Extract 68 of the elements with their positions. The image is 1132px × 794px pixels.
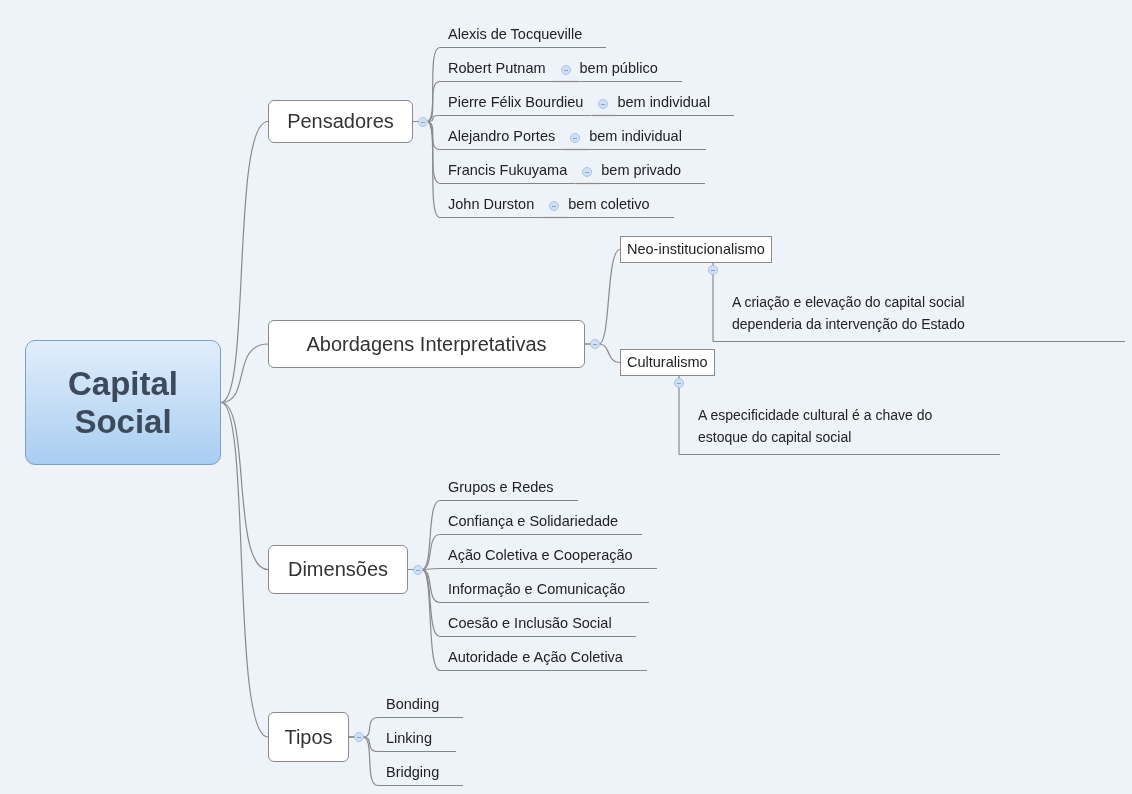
connector-line bbox=[562, 148, 590, 151]
topic-label: Linking bbox=[386, 730, 432, 746]
topic-label: A criação e elevação do capital social dependeria da intervenção do Estado bbox=[732, 293, 966, 334]
topic-label: Culturalismo bbox=[627, 354, 708, 370]
topic-label: Bonding bbox=[386, 696, 440, 712]
topic-underline bbox=[617, 93, 735, 116]
subtopic-box bbox=[620, 236, 772, 263]
connector-line bbox=[348, 736, 379, 787]
topic-underline bbox=[440, 648, 647, 671]
connector-line bbox=[584, 343, 621, 364]
topic-box bbox=[268, 100, 413, 143]
topic-label: Robert Putnam bbox=[448, 60, 546, 76]
topic-underline bbox=[440, 614, 636, 637]
topic-underline bbox=[440, 512, 643, 535]
topic-label: Tipos bbox=[284, 725, 333, 749]
topic-label: bem privado bbox=[601, 162, 682, 178]
topic-label: Pensadores bbox=[287, 110, 394, 133]
topic-label: John Durston bbox=[448, 196, 535, 212]
central-topic-box bbox=[25, 340, 221, 465]
topic-label: bem individual bbox=[617, 94, 711, 110]
topic-label: bem individual bbox=[589, 128, 682, 144]
topic-label: Coesão e Inclusão Social bbox=[448, 615, 612, 631]
topic-underline bbox=[440, 195, 543, 218]
topic-label: Autoridade e Ação Coletiva bbox=[448, 649, 623, 665]
connector-line bbox=[541, 216, 569, 219]
topic-underline bbox=[440, 127, 564, 150]
topic-underline bbox=[440, 546, 657, 569]
topic-label: Alejandro Portes bbox=[448, 128, 556, 144]
topic-label: Informação e Comunicação bbox=[448, 581, 626, 597]
topic-label: Francis Fukuyama bbox=[448, 162, 568, 178]
connector-line bbox=[220, 120, 269, 404]
topic-label: Pierre Félix Bourdieu bbox=[448, 94, 584, 110]
connector-line bbox=[574, 182, 602, 185]
topic-box bbox=[268, 545, 408, 594]
topic-label: Ação Coletiva e Cooperação bbox=[448, 547, 633, 563]
topic-underline bbox=[440, 161, 576, 184]
topic-label: Dimensões bbox=[287, 558, 388, 581]
connector-line bbox=[220, 401, 269, 738]
connector-line bbox=[590, 114, 618, 117]
topic-underline bbox=[589, 127, 706, 150]
subtopic-box bbox=[620, 349, 715, 376]
topic-label: Bridging bbox=[386, 764, 440, 780]
topic-box bbox=[268, 712, 349, 762]
topic-label: Neo-institucionalismo bbox=[627, 241, 765, 257]
topic-label: Confiança e Solidariedade bbox=[448, 513, 619, 529]
topic-underline bbox=[440, 580, 650, 603]
topic-underline bbox=[601, 161, 706, 184]
topic-label: Alexis de Tocqueville bbox=[448, 26, 583, 42]
topic-label: bem coletivo bbox=[568, 196, 650, 212]
topic-underline bbox=[568, 195, 674, 218]
connector-line bbox=[552, 80, 581, 83]
topic-label: Abordagens Interpretativas bbox=[306, 332, 547, 356]
connector-line bbox=[220, 401, 269, 571]
topic-underline bbox=[378, 695, 464, 718]
topic-underline bbox=[378, 763, 464, 786]
topic-label: Capital Social bbox=[67, 364, 179, 441]
topic-underline bbox=[440, 59, 554, 82]
topic-underline bbox=[440, 93, 592, 116]
topic-underline bbox=[440, 25, 607, 48]
topic-underline bbox=[378, 729, 456, 752]
topic-label: bem público bbox=[579, 60, 658, 76]
connector-line bbox=[678, 375, 680, 456]
topic-label: A especificidade cultural é a chave do estoque do capital social bbox=[698, 406, 934, 447]
connector-line bbox=[712, 262, 714, 343]
topic-underline bbox=[440, 478, 578, 501]
topic-label: Grupos e Redes bbox=[448, 479, 554, 495]
topic-box bbox=[268, 320, 585, 368]
topic-underline bbox=[579, 59, 682, 82]
